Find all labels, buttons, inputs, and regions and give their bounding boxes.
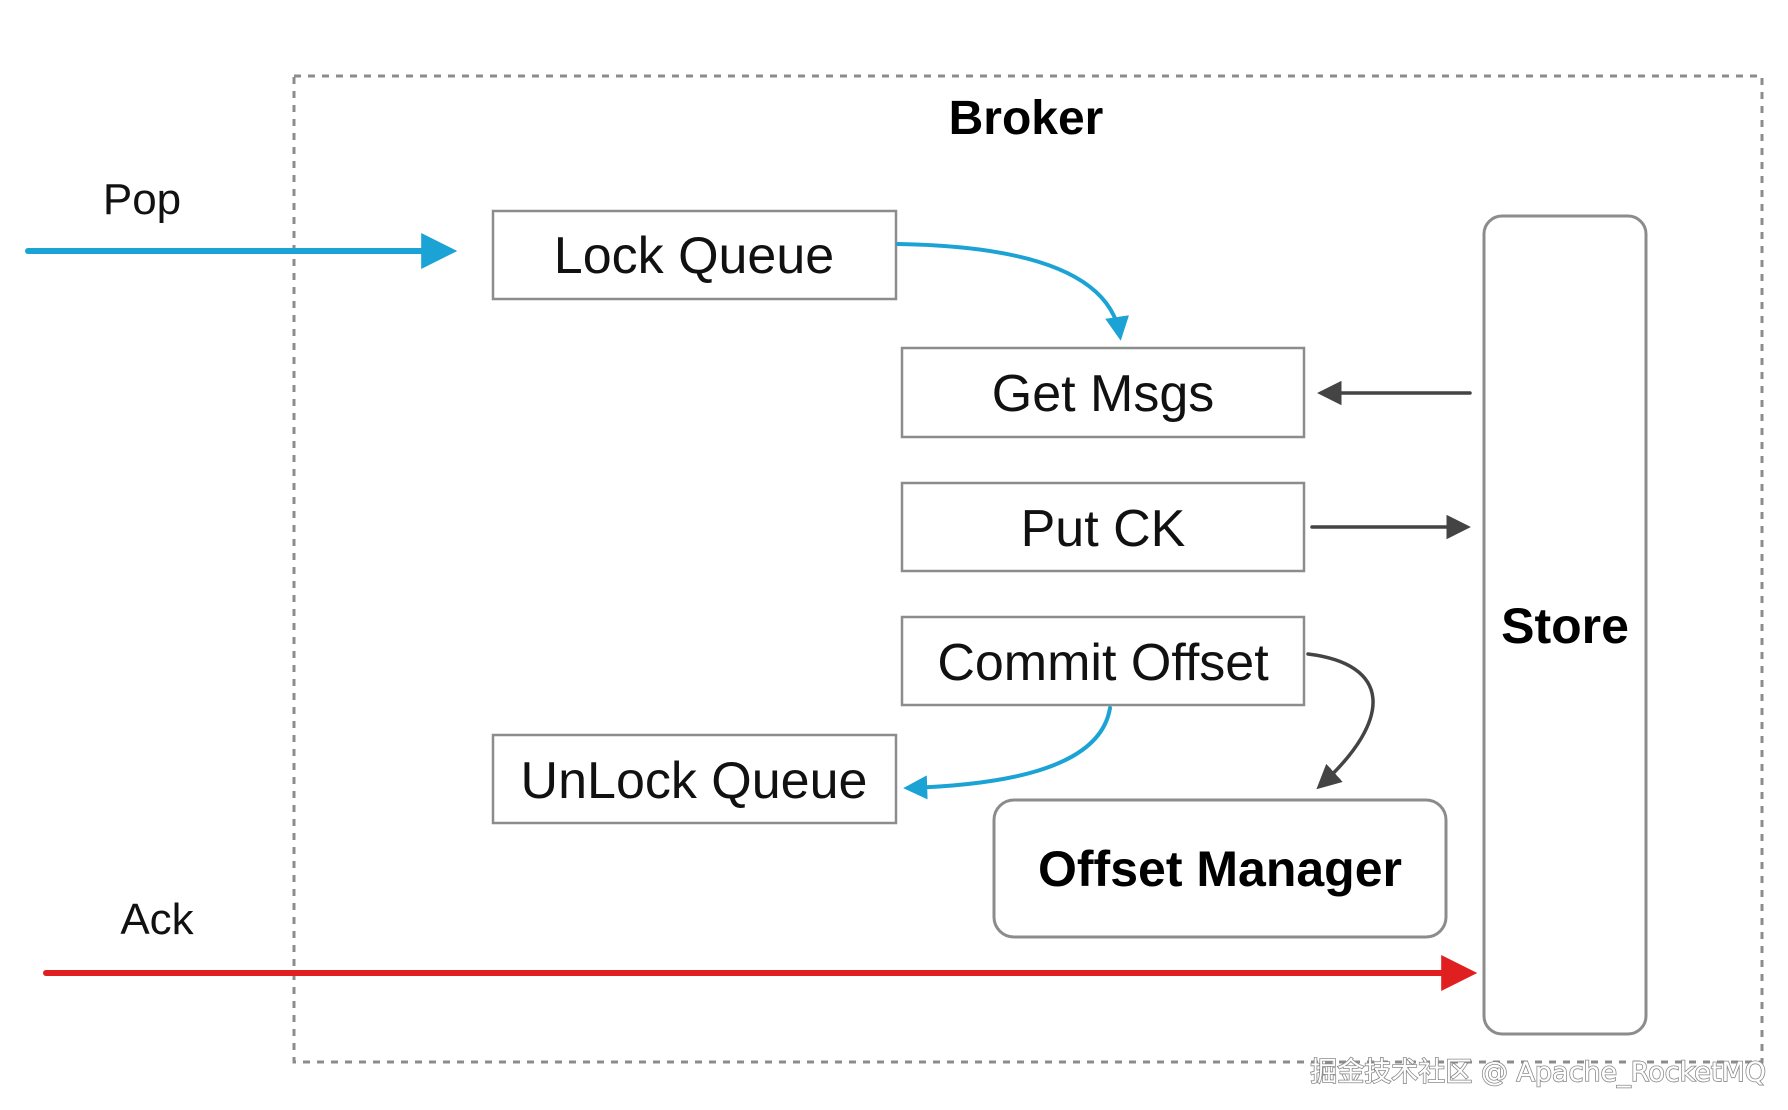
unlock-queue-box: UnLock Queue	[491, 733, 898, 825]
commit-to-unlock-arrow	[903, 706, 1112, 800]
get-msgs-box: Get Msgs	[900, 346, 1306, 439]
offset-manager-label: Offset Manager	[1038, 841, 1402, 897]
put-ck-box: Put CK	[900, 481, 1306, 573]
broker-container	[292, 74, 1764, 1064]
store-box: Store	[1482, 214, 1648, 1036]
ack-label: Ack	[120, 895, 194, 944]
store-label: Store	[1501, 598, 1629, 654]
unlock-queue-label: UnLock Queue	[521, 752, 868, 810]
lock-queue-box: Lock Queue	[491, 209, 898, 301]
put-ck-label: Put CK	[1021, 500, 1186, 558]
broker-title: Broker	[949, 92, 1104, 145]
commit-to-offsetmanager-arrow	[1306, 652, 1375, 790]
lock-to-getmsgs-arrow	[896, 242, 1129, 341]
watermark-text: 掘金技术社区 @ Apache_RocketMQ	[1310, 1057, 1766, 1088]
pop-label: Pop	[103, 175, 181, 224]
commit-offset-label: Commit Offset	[937, 634, 1269, 692]
commit-offset-box: Commit Offset	[900, 615, 1306, 707]
get-msgs-label: Get Msgs	[992, 365, 1215, 423]
offset-manager-box: Offset Manager	[992, 798, 1448, 939]
lock-queue-label: Lock Queue	[554, 227, 834, 285]
